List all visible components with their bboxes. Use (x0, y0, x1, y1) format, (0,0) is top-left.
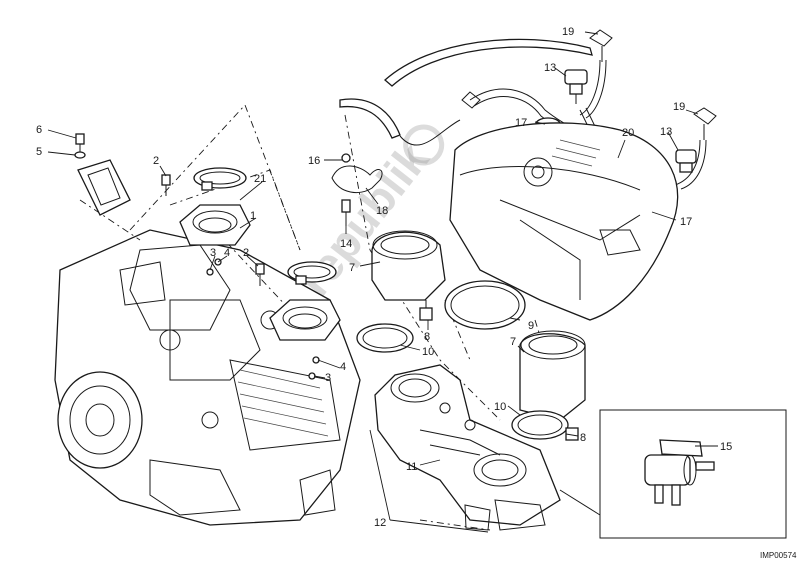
callout-8-lower: 8 (580, 432, 586, 444)
solenoid-valve-part-15 (644, 439, 715, 506)
intake-funnel-lower (519, 330, 586, 421)
throttle-body (374, 364, 601, 531)
washer-part-5 (74, 151, 86, 159)
callout-13-lower: 13 (660, 126, 672, 138)
callout-18: 18 (376, 205, 388, 217)
airbox-seal-inner (450, 285, 520, 325)
fuel-injector-upper (564, 69, 588, 104)
intake-flange-lower (269, 299, 341, 341)
engine-block (54, 229, 361, 526)
callout-13-upper: 13 (544, 62, 556, 74)
callout-3-upper: 3 (210, 247, 216, 259)
callout-12: 12 (374, 517, 386, 529)
callout-3-lower: 3 (325, 372, 331, 384)
callout-10-lower: 10 (494, 401, 506, 413)
throttle-seal-lower-inner (517, 414, 563, 436)
throttle-seal-upper-inner (362, 327, 408, 349)
airbox-seal-ring (444, 280, 526, 330)
callout-16: 16 (308, 155, 320, 167)
callout-7-upper: 7 (349, 262, 355, 274)
callout-9: 9 (528, 320, 534, 332)
intake-flange-upper (179, 204, 251, 246)
callout-5: 5 (36, 146, 42, 158)
intake-funnel-upper (371, 230, 446, 301)
callout-1: 1 (250, 210, 256, 222)
airbox-housing (449, 122, 679, 321)
hose-clamp-upper (193, 167, 247, 191)
callout-21: 21 (254, 173, 266, 185)
vent-hose-drop (339, 98, 401, 139)
gasket-plate (77, 159, 131, 216)
bolt-part-2-upper (161, 174, 171, 196)
throttle-seal-upper (356, 323, 414, 353)
callout-17-upper: 17 (515, 117, 527, 129)
drawing-code: IMP00574 (760, 551, 797, 560)
callout-4-lower: 4 (340, 361, 346, 373)
screw-part-19-lower (693, 107, 717, 140)
bolt-part-6 (75, 133, 85, 152)
bolt-part-2-lower (255, 263, 265, 286)
throttle-seal-lower (511, 410, 569, 440)
callout-6: 6 (36, 124, 42, 136)
callout-10-upper: 10 (422, 346, 434, 358)
callout-7-lower: 7 (510, 336, 516, 348)
callout-8-upper: 8 (424, 331, 430, 343)
sensor-part-8-upper (419, 300, 433, 321)
callout-2-lower: 2 (243, 247, 249, 259)
callout-11: 11 (406, 461, 417, 473)
callout-14: 14 (340, 238, 352, 250)
callout-19-lower: 19 (673, 101, 685, 113)
leader-lines (47, 31, 699, 533)
callout-17-lower: 17 (680, 216, 692, 228)
vent-hose-end (399, 119, 461, 146)
bolt-part-14 (341, 199, 351, 226)
screw-part-19-upper (589, 29, 613, 62)
callout-20: 20 (622, 127, 634, 139)
callout-19-upper: 19 (562, 26, 574, 38)
vent-hose (384, 38, 593, 87)
callout-2-upper: 2 (153, 155, 159, 167)
callout-4-upper: 4 (224, 247, 230, 259)
callout-15: 15 (720, 441, 732, 453)
callout-labels: 6 5 2 21 1 3 4 2 4 3 16 18 14 7 8 10 9 7… (36, 26, 797, 560)
fuel-injector-lower (675, 149, 697, 173)
hose-clamp-lower (287, 261, 337, 285)
spring-clip-part-18 (331, 165, 383, 194)
screw-part-16 (341, 153, 351, 163)
inset-detail-box (599, 409, 787, 539)
